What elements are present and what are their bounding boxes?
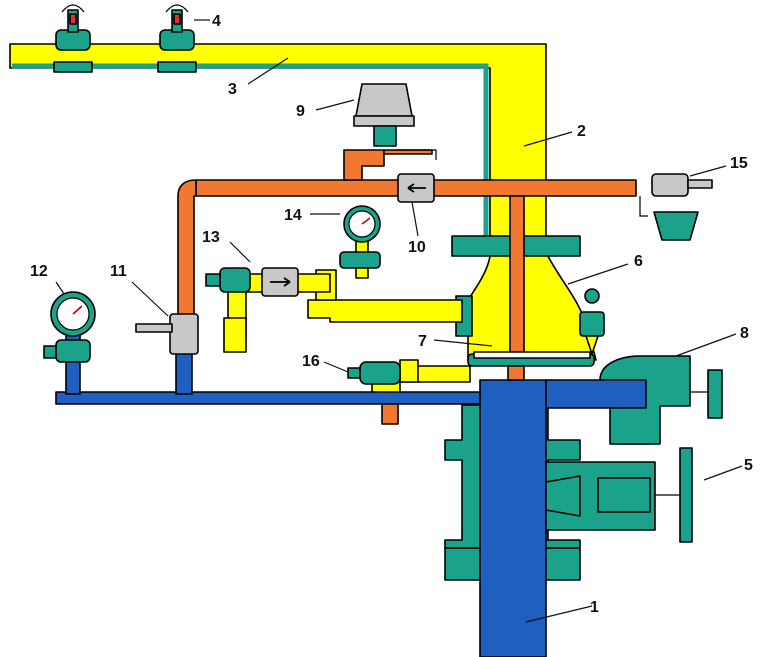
orange-left-drop [177, 179, 197, 319]
callouts: 1 2 3 4 5 6 7 8 9 10 11 12 13 14 15 16 [30, 13, 753, 623]
callout-2: 2 [577, 123, 586, 140]
callout-14: 14 [284, 207, 302, 224]
pressure-gauge-12 [50, 291, 96, 337]
callout-8: 8 [740, 325, 749, 342]
callout-13: 13 [202, 229, 220, 246]
riser-pipe [479, 379, 547, 657]
sprinkler-head-1 [53, 4, 93, 73]
sprinkler-main-pipe [9, 43, 547, 251]
blue-trim [43, 329, 723, 445]
callout-3: 3 [228, 81, 237, 98]
orange-center-drop [509, 195, 525, 361]
gate-wedge [545, 475, 581, 517]
callout-10: 10 [408, 239, 426, 256]
callout-16: 16 [302, 353, 320, 370]
clapper-chamber [467, 255, 597, 361]
ball-valve-11 [135, 313, 199, 355]
blue-lower-line [55, 391, 481, 405]
supply-riser [444, 379, 693, 657]
system-piping [9, 43, 597, 395]
gate-stem-block [597, 477, 651, 513]
callout-1: 1 [590, 599, 599, 616]
sprinkler-head-2 [157, 4, 197, 73]
test-device-15 [639, 173, 713, 241]
gate-handwheel [679, 447, 693, 543]
check-valve-10 [397, 173, 435, 203]
callout-9: 9 [296, 103, 305, 120]
callout-11: 11 [110, 263, 127, 280]
callout-15: 15 [730, 155, 748, 172]
callout-7: 7 [418, 333, 427, 350]
main-pipe-teal-edge [12, 63, 489, 250]
trim-yellow-branch [307, 299, 463, 323]
callout-4: 4 [212, 13, 221, 30]
callout-6: 6 [634, 253, 643, 270]
pressure-gauge-14 [343, 205, 381, 243]
pressure-switch [353, 83, 437, 160]
callout-5: 5 [744, 457, 753, 474]
callout-12: 12 [30, 263, 48, 280]
clapper-handle [579, 288, 605, 355]
check-valve-13 [205, 267, 299, 297]
drain-valve-16 [359, 361, 401, 385]
